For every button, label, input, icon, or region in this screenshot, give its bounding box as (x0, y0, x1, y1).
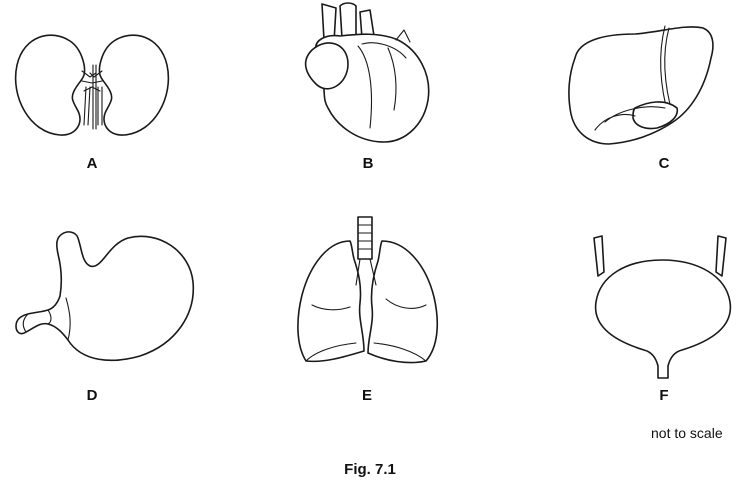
scale-note: not to scale (651, 425, 723, 441)
lungs-icon (297, 216, 439, 364)
organ-b-diagram (300, 0, 435, 145)
organ-a-diagram (12, 25, 172, 147)
organ-label-f: F (659, 387, 669, 404)
kidneys-icon (14, 34, 170, 136)
organ-d-diagram (12, 228, 197, 366)
organ-label-a: A (86, 155, 98, 172)
stomach-icon (15, 231, 195, 362)
organ-f-diagram (590, 232, 735, 380)
liver-icon (568, 25, 714, 145)
organ-label-e: E (361, 387, 372, 404)
organ-e-diagram (292, 215, 442, 370)
figure-caption: Fig. 7.1 (344, 461, 396, 478)
organ-label-c: C (658, 155, 670, 172)
organ-label-d: D (86, 387, 98, 404)
organ-c-diagram (565, 18, 715, 148)
bladder-icon (593, 235, 732, 379)
heart-icon (304, 2, 430, 143)
organ-label-b: B (362, 155, 374, 172)
